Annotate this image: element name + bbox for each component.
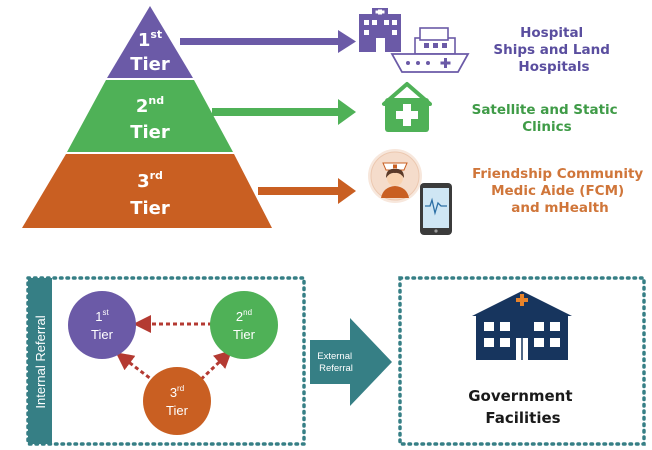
tier-3-word: Tier xyxy=(130,198,170,219)
external-referral-arrow: External Referral xyxy=(310,318,392,406)
tablet-icon xyxy=(420,183,452,235)
tier-2-arrow xyxy=(212,99,356,125)
tier-1-label: Hospital Ships and Land Hospitals xyxy=(493,25,614,75)
tier-2-number: 2nd xyxy=(136,94,164,117)
tier-1-word: Tier xyxy=(130,54,170,75)
pyramid: 1st Tier 2nd Tier 3rd Tier xyxy=(22,6,272,228)
tier-3-number: 3rd xyxy=(137,169,163,192)
tier-3-arrow xyxy=(258,178,356,204)
government-building-icon xyxy=(472,291,572,360)
pyramid-tier-1 xyxy=(107,6,193,78)
referral-arrow-3-to-1 xyxy=(115,352,156,384)
external-referral-label: External Referral xyxy=(317,351,355,374)
clinic-house-icon xyxy=(382,82,432,132)
circle-tier-2 xyxy=(210,291,278,359)
internal-referral-label: Internal Referral xyxy=(33,315,48,408)
circle-tier-1-word: Tier xyxy=(91,327,114,342)
pyramid-tier-3 xyxy=(22,154,272,228)
tier-2-label: Satellite and Static Clinics xyxy=(472,102,623,135)
circle-tier-2-word: Tier xyxy=(233,327,256,342)
nurse-icon xyxy=(368,149,422,203)
tier-1-number: 1st xyxy=(138,28,162,51)
circle-tier-3-number: 3rd xyxy=(170,384,184,400)
circle-tier-3 xyxy=(143,367,211,435)
circle-tier-1 xyxy=(68,291,136,359)
hospital-ship-icon xyxy=(390,27,470,73)
government-facilities-panel: Government Facilities xyxy=(398,276,646,446)
tier-3-label: Friendship Community Medic Aide (FCM) an… xyxy=(472,166,648,216)
tier-1-arrow xyxy=(180,30,356,53)
circle-tier-2-number: 2nd xyxy=(236,308,252,324)
tier-2-word: Tier xyxy=(130,122,170,143)
pyramid-tier-2 xyxy=(67,80,233,152)
internal-referral-band xyxy=(28,278,52,444)
circle-tier-1-number: 1st xyxy=(95,308,109,324)
internal-referral-panel: Internal Referral 1st Tier 2nd Tier 3rd … xyxy=(26,276,306,446)
government-facilities-label: Government Facilities xyxy=(468,387,578,427)
circle-tier-3-word: Tier xyxy=(166,403,189,418)
hospital-building-icon xyxy=(359,8,401,52)
